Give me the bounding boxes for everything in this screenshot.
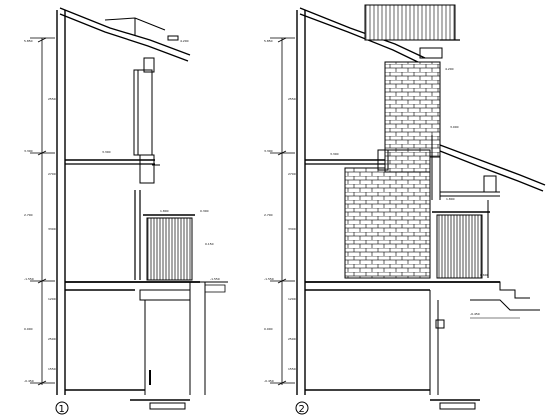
level-label: 3.300 <box>24 149 33 153</box>
annotation: 1.800 <box>160 209 169 213</box>
annotation: -0.450 <box>470 312 480 316</box>
section-1-dimension-chain <box>30 37 55 386</box>
annotation: 3.300 <box>330 152 339 156</box>
section-1-annotations: 4.200 3.300 1.800 0.300 0.150 -1.550 <box>102 39 220 281</box>
section-2-dimension-labels: 2550 2700 3300 1200 2500 1550 <box>288 97 296 371</box>
section-1-level-labels: 5.850 3.300 -1.550 -0.450 2.700 0.000 <box>24 39 34 383</box>
level-label: 5.850 <box>264 39 273 43</box>
section-2-brick-wall-lower <box>344 167 431 279</box>
section-1-roof <box>59 7 191 62</box>
dimension-label: 1550 <box>48 367 56 371</box>
annotation: 0.150 <box>205 242 214 246</box>
svg-text:1: 1 <box>59 404 65 415</box>
section-2-level-labels: 5.850 3.300 -1.550 -0.450 2.700 0.000 <box>264 39 274 383</box>
annotation: 0.600 <box>480 273 489 277</box>
annotation: 3.300 <box>102 150 111 154</box>
annotation: 4.200 <box>180 39 189 43</box>
level-label: 3.300 <box>264 149 273 153</box>
annotation: 4.200 <box>445 67 454 71</box>
section-2-dimension-chain <box>270 37 295 386</box>
section-1-railing <box>146 217 193 281</box>
section-1 <box>30 7 228 410</box>
annotation: 1.800 <box>446 197 455 201</box>
level-label: 5.850 <box>24 39 33 43</box>
level-label: 0.000 <box>264 327 273 331</box>
section-2-lower-roof <box>431 135 546 200</box>
dimension-label: 2700 <box>48 172 56 176</box>
svg-text:2: 2 <box>299 404 305 415</box>
annotation: 0.300 <box>200 209 209 213</box>
section-2-steps <box>470 281 540 319</box>
level-label: -1.550 <box>24 277 34 281</box>
level-label: -0.450 <box>264 379 274 383</box>
section-1-marker: 1 <box>55 401 69 415</box>
dimension-label: 3300 <box>288 227 296 231</box>
section-2 <box>270 4 546 410</box>
section-1-dimension-labels: 2550 2700 3300 1200 2500 1550 <box>48 97 56 371</box>
section-2-roof <box>299 4 460 65</box>
dimension-label: 2550 <box>288 97 296 101</box>
dimension-label: 3300 <box>48 227 56 231</box>
level-label: -0.450 <box>24 379 34 383</box>
section-1-upper-window <box>133 69 153 156</box>
dimension-label: 2500 <box>288 337 296 341</box>
annotation: -1.550 <box>210 277 220 281</box>
annotation: 3.000 <box>450 125 459 129</box>
section-2-brick-wall-upper <box>384 61 441 158</box>
dimension-label: 1550 <box>288 367 296 371</box>
section-2-railing <box>436 214 483 279</box>
dimension-label: 2550 <box>48 97 56 101</box>
dimension-label: 1200 <box>48 297 56 301</box>
level-label: 0.000 <box>24 327 33 331</box>
dimension-label: 1200 <box>288 297 296 301</box>
level-label: -1.550 <box>264 277 274 281</box>
level-label: 2.700 <box>264 213 273 217</box>
dimension-label: 2700 <box>288 172 296 176</box>
level-label: 2.700 <box>24 213 33 217</box>
section-2-annotations: 4.200 3.300 3.000 1.800 0.600 -0.450 <box>330 67 489 316</box>
section-2-marker: 2 <box>295 401 309 415</box>
dimension-label: 2500 <box>48 337 56 341</box>
